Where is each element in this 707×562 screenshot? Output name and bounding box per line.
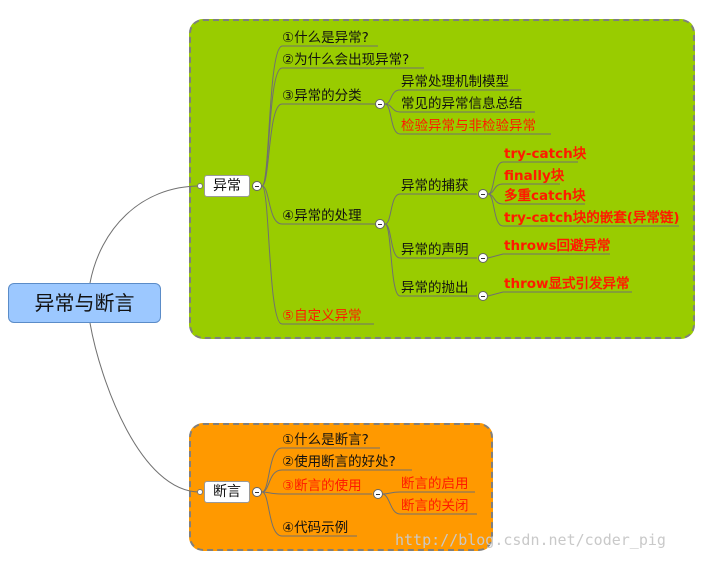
throw-item[interactable]: throw显式引发异常 <box>504 276 630 292</box>
handle-throw[interactable]: 异常的抛出 <box>401 280 469 296</box>
exception-collapse-icon[interactable] <box>252 181 262 191</box>
handle-declare[interactable]: 异常的声明 <box>401 242 469 258</box>
topic-what-is-exception[interactable]: ①什么是异常? <box>282 30 369 46</box>
catch-item[interactable]: finally块 <box>504 168 565 184</box>
classify-item[interactable]: 检验异常与非检验异常 <box>401 118 536 134</box>
catch-item[interactable]: try-catch块的嵌套(异常链) <box>504 210 680 226</box>
usage-item[interactable]: 断言的关闭 <box>401 498 469 514</box>
assertion-collapse-icon[interactable] <box>252 487 262 497</box>
exception-connector-dot <box>197 183 203 189</box>
topic-custom-exception[interactable]: ⑤自定义异常 <box>282 308 362 324</box>
topic-code-example[interactable]: ④代码示例 <box>282 520 349 536</box>
root-node[interactable]: 异常与断言 <box>8 283 161 323</box>
topic-why-exception[interactable]: ②为什么会出现异常? <box>282 52 410 68</box>
catch-item[interactable]: 多重catch块 <box>504 188 586 204</box>
throw-collapse-icon[interactable] <box>478 291 488 301</box>
classify-item[interactable]: 常见的异常信息总结 <box>401 96 523 112</box>
handle-collapse-icon[interactable] <box>375 219 385 229</box>
topic-assertion-usage[interactable]: ③断言的使用 <box>282 478 362 494</box>
usage-item[interactable]: 断言的启用 <box>401 476 469 492</box>
declare-collapse-icon[interactable] <box>478 253 488 263</box>
classify-collapse-icon[interactable] <box>375 99 385 109</box>
usage-collapse-icon[interactable] <box>373 489 383 499</box>
exception-node-label: 异常 <box>213 178 241 194</box>
watermark: http://blog.csdn.net/coder_pig <box>395 531 666 549</box>
assertion-connector-dot <box>197 489 203 495</box>
topic-what-is-assertion[interactable]: ①什么是断言? <box>282 432 369 448</box>
topic-assertion-benefit[interactable]: ②使用断言的好处? <box>282 454 396 470</box>
catch-collapse-icon[interactable] <box>478 189 488 199</box>
topic-exception-classify[interactable]: ③异常的分类 <box>282 88 362 104</box>
exception-node[interactable]: 异常 <box>204 175 250 197</box>
topic-exception-handle[interactable]: ④异常的处理 <box>282 208 362 224</box>
assertion-node[interactable]: 断言 <box>204 481 250 503</box>
catch-item[interactable]: try-catch块 <box>504 146 587 162</box>
assertion-node-label: 断言 <box>213 484 241 500</box>
handle-catch[interactable]: 异常的捕获 <box>401 178 469 194</box>
declare-item[interactable]: throws回避异常 <box>504 238 611 254</box>
classify-item[interactable]: 异常处理机制模型 <box>401 74 509 90</box>
